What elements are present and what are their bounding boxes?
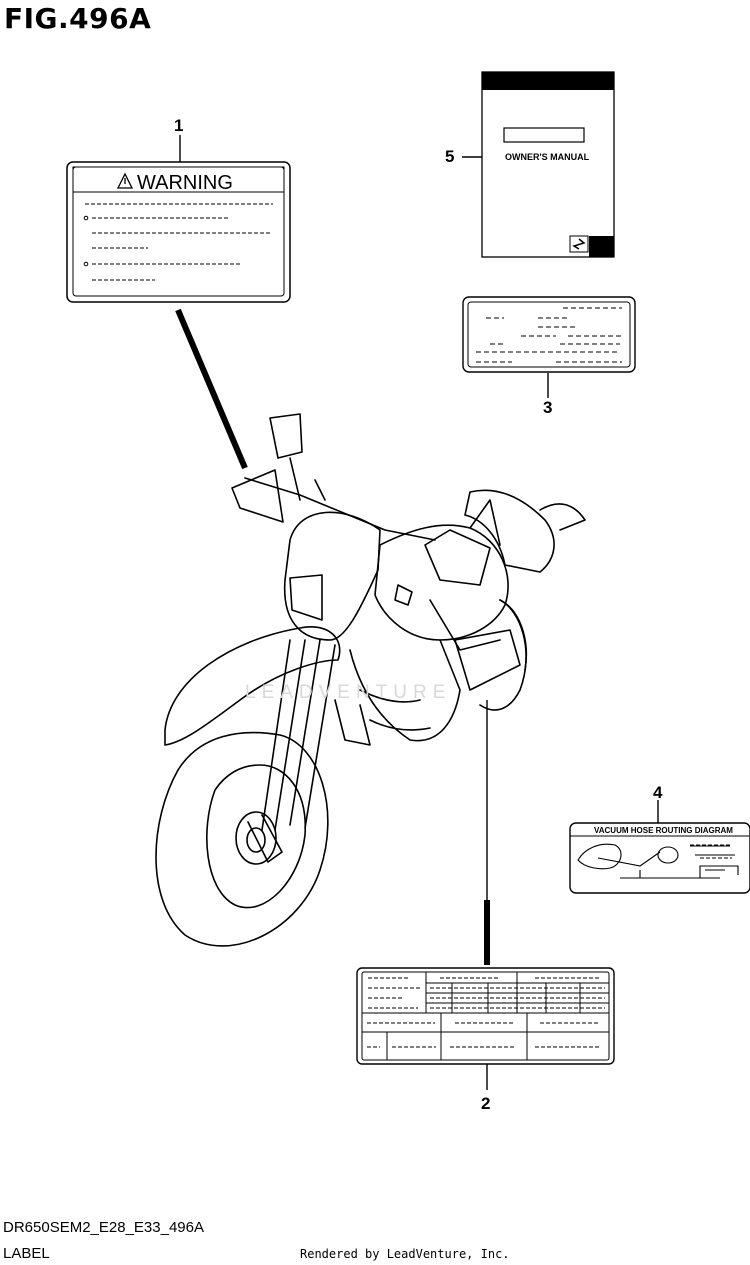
callout-3: 3 [543,398,553,417]
callout-5: 5 [445,147,455,166]
owners-manual-text: OWNER'S MANUAL [505,152,590,162]
watermark: LEADVENTURE [245,682,451,703]
callout-2: 2 [481,1094,491,1113]
render-credit: Rendered by LeadVenture, Inc. [300,1247,510,1261]
figure-title: FIG.496A [4,2,152,35]
warning-triangle-icon [116,172,134,189]
suzuki-logo-icon [569,235,589,253]
warning-label-text: WARNING [137,172,233,194]
part-3-label [462,296,636,373]
section-name: LABEL [3,1245,50,1262]
leader-lines [175,135,659,1090]
info-table-label [356,967,615,1065]
motorcycle-illustration [155,413,586,947]
callout-4: 4 [653,783,663,802]
vacuum-hose-label: VACUUM HOSE ROUTING DIAGRAM [569,822,750,894]
warning-label: WARNING [66,161,291,303]
vacuum-hose-label-text: VACUUM HOSE ROUTING DIAGRAM [594,826,733,835]
callout-1: 1 [174,116,184,135]
model-code: DR650SEM2_E28_E33_496A [3,1219,204,1236]
owners-manual: OWNER'S MANUAL [481,71,615,258]
